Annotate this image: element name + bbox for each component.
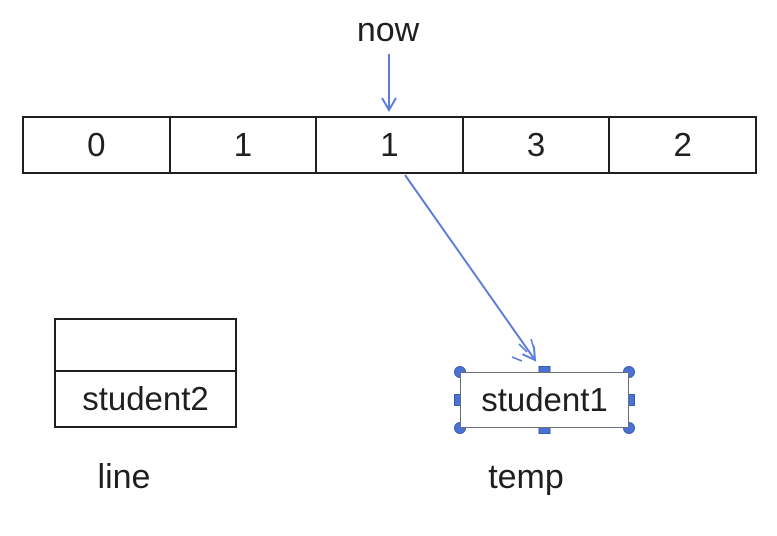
temp-box-shape[interactable]: student1 (460, 372, 629, 428)
array-cell-0[interactable]: 0 (87, 126, 106, 163)
connection-indicator-icon (511, 338, 535, 362)
line-box-bottom-cell[interactable]: student2 (82, 380, 209, 417)
array-cell-4[interactable]: 2 (608, 118, 755, 172)
line-box-top-cell[interactable] (56, 320, 235, 372)
line-box-shape[interactable]: student2 (54, 318, 237, 428)
line-caption-text: line (97, 458, 151, 496)
line-box-caption[interactable]: line (64, 457, 184, 497)
temp-box-caption[interactable]: temp (466, 457, 586, 497)
temp-caption-text: temp (488, 458, 564, 496)
array-cell-2[interactable]: 1 (315, 118, 462, 172)
cell-to-temp-arrow[interactable] (404, 174, 537, 362)
temp-box-text: student1 (481, 381, 608, 418)
now-label-text: now (356, 11, 420, 49)
array-shape[interactable]: 0 1 1 3 2 (22, 116, 757, 174)
array-cell-1[interactable]: 1 (168, 118, 316, 172)
array-cell-3[interactable]: 3 (461, 118, 609, 172)
now-label[interactable]: now (328, 10, 448, 50)
